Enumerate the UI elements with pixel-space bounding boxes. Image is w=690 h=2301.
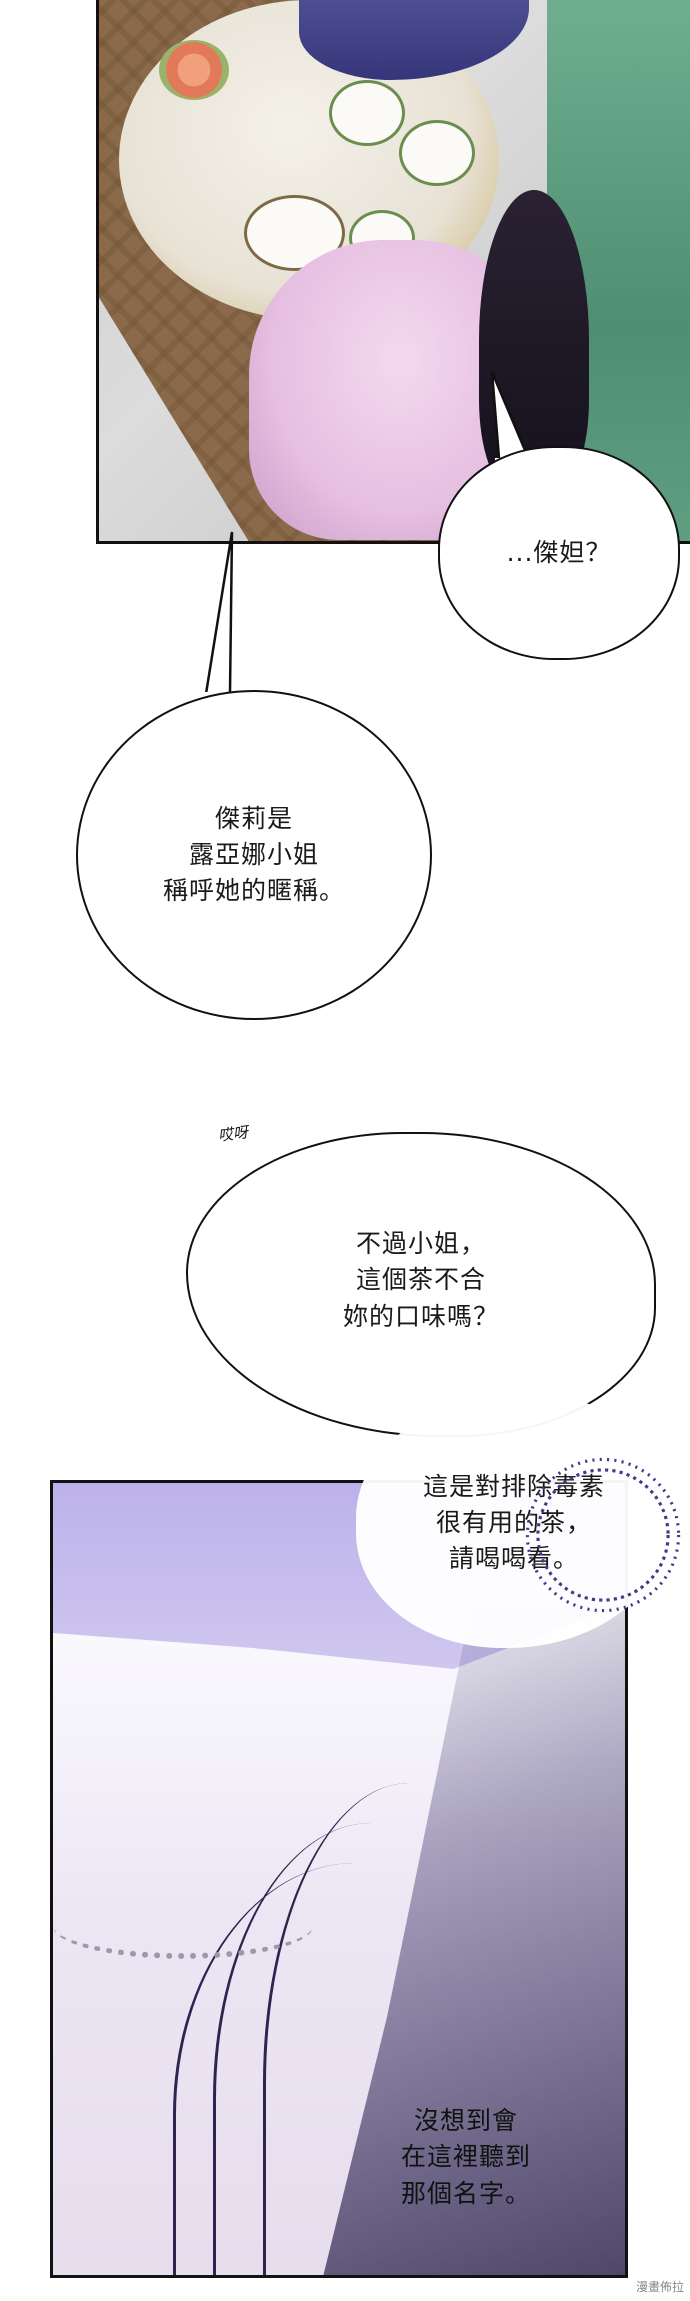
closeup-narration: 沒想到會 在這裡聽到 那個名字。 (400, 2106, 531, 2208)
hair-strand (263, 1783, 506, 2275)
bubble-text: 不過小姐， 這個茶不合 妳的口味嗎？ (342, 1229, 499, 1331)
sfx-text: 哎呀 (216, 1122, 250, 1145)
tea-table-panel (96, 0, 690, 544)
cake-plate (399, 120, 475, 186)
necklace (53, 1893, 313, 1959)
bubble-text: 這是對排除毒素 很有用的茶， 請喝喝看。 (422, 1471, 605, 1574)
flower-vase (159, 40, 229, 100)
narration-bubble: 傑莉是 露亞娜小姐 稱呼她的暱稱。 (76, 690, 432, 1020)
watermark: 漫畫佈拉 (635, 2280, 684, 2294)
speech-bubble-jie: ...傑妲？ (438, 446, 680, 660)
bubble-text: ...傑妲？ (506, 537, 612, 567)
tea-plate (329, 80, 405, 146)
spiky-burst (525, 1457, 681, 1613)
maid-speech-bubble: 不過小姐， 這個茶不合 妳的口味嗎？ (186, 1132, 656, 1437)
bubble-text: 傑莉是 露亞娜小姐 稱呼她的暱稱。 (162, 803, 345, 906)
maid-speech-bubble-2: 這是對排除毒素 很有用的茶， 請喝喝看。 (356, 1398, 672, 1648)
